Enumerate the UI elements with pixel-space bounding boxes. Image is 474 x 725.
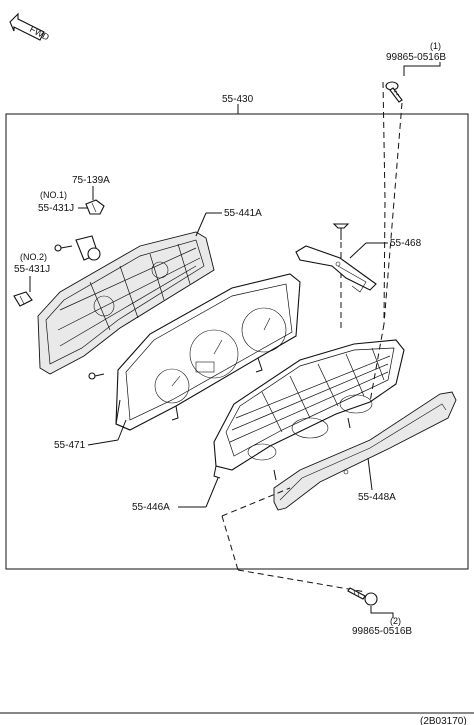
label-bulb-no2-part: 55-431J [14,264,50,275]
label-socket: 75-139A [72,175,110,186]
fwd-arrow-icon: FWD [9,12,51,43]
lens-cover-55-448a [273,391,457,511]
bulb-no2-icon [13,291,33,307]
label-meter-case: 55-471 [54,440,86,451]
label-bulb-no2-note: (NO.2) [20,252,47,262]
label-printed-board: 55-441A [224,208,262,219]
socket-75-139a-icon [85,199,105,215]
label-bolt-bottom-part: 99865-0516B [352,626,412,637]
label-panel-frame: 55-446A [132,502,170,513]
label-bulb-no1-note: (NO.1) [40,190,67,200]
bolt-bottom-icon [347,587,378,606]
bulb-socket-icon [54,235,101,261]
screw-bracket-icon [332,223,350,240]
label-lens-cover: 55-448A [358,492,396,503]
printed-circuit-board-55-441a [37,231,215,375]
label-bracket: 55-468 [390,238,422,249]
label-main-assembly: 55-430 [222,94,254,105]
label-footer-code: (2B03170) [420,716,467,725]
label-bolt-top-part: 99865-0516B [386,52,446,63]
panel-frame-55-446a [213,339,405,481]
assembly-boundary-box [5,113,469,570]
label-bolt-bottom-index: (2) [390,616,401,626]
label-bulb-no1-part: 55-431J [38,203,74,214]
bolt-top-icon [385,81,403,103]
label-bolt-top-index: (1) [430,41,441,51]
bracket-55-468 [295,245,377,293]
meter-case-55-471 [115,273,301,431]
screw-small-icon [88,372,105,380]
